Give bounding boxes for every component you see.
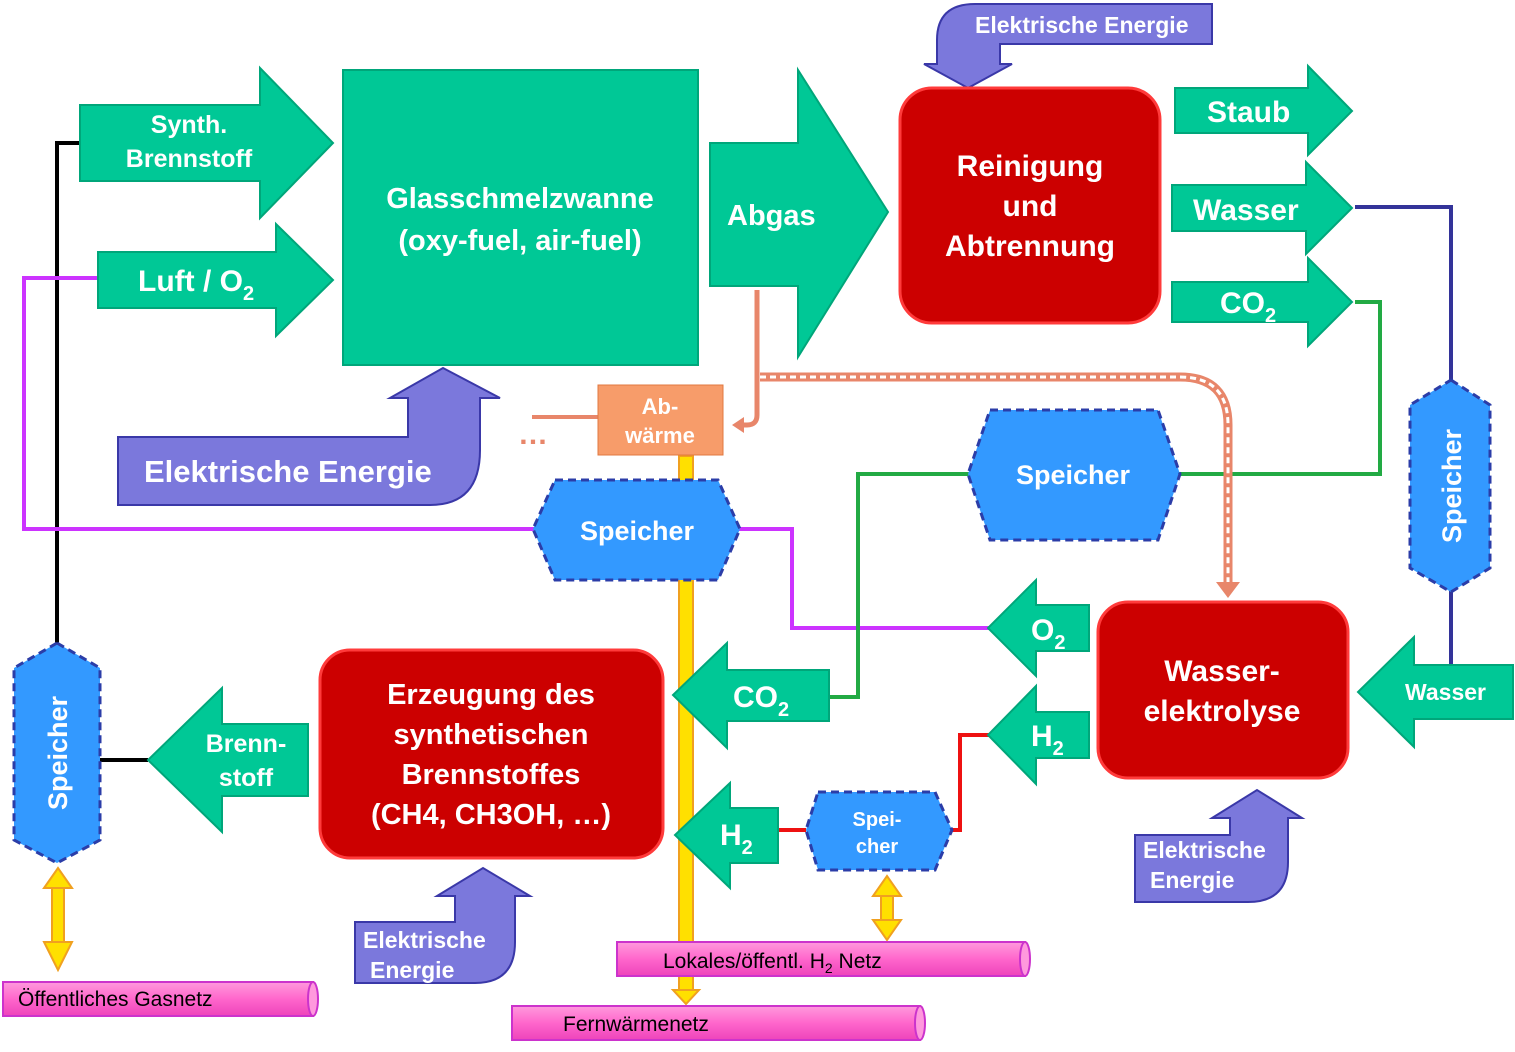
- electrolysis-energy-label-line2: Energie: [1150, 867, 1234, 893]
- synth-fuel-label-line2: Brennstoff: [126, 145, 253, 173]
- waste-heat-dots: …: [518, 418, 548, 451]
- oxygen-storage-label: Speicher: [580, 516, 695, 546]
- hydrogen-output-arrow: [986, 683, 1090, 787]
- hydrogen-grid-exchange-arrow: [871, 874, 903, 942]
- cleaning-energy-label: Elektrische Energie: [975, 12, 1189, 38]
- cleaning-energy-arrow: [923, 3, 1213, 90]
- fuel-storage-label: Speicher: [43, 695, 73, 810]
- synthesis-energy-label-line1: Elektrische: [363, 927, 486, 953]
- oxygen-output-arrow: [986, 577, 1090, 679]
- synthesis-label-line3: Brennstoffes: [402, 759, 581, 791]
- fuel-output-label-line2: stoff: [219, 764, 274, 792]
- oxygen-storage-hexagon: [531, 478, 742, 582]
- fuel-output-arrow: [146, 685, 309, 835]
- synthesis-box: [318, 648, 665, 860]
- hydrogen-storage-hexagon: [804, 790, 954, 872]
- water-storage-label: Speicher: [1437, 428, 1467, 543]
- oxygen-output-label: O2: [1031, 614, 1065, 654]
- fuel-supply-line: [55, 141, 80, 645]
- air-oxygen-input-arrow: [97, 221, 335, 339]
- waste-heat-label-line1: Ab-: [642, 394, 679, 419]
- exhaust-gas-arrow: [709, 66, 890, 361]
- electrolysis-box: [1096, 600, 1350, 780]
- gas-network-label: Öffentliches Gasnetz: [18, 988, 213, 1011]
- district-heating-label: Fernwärmenetz: [563, 1013, 709, 1036]
- waste-heat-box: [597, 384, 724, 456]
- electrolysis-energy-label-line1: Elektrische: [1143, 837, 1266, 863]
- hydrogen-storage-label-line2: cher: [856, 836, 898, 858]
- electrolysis-label-line2: elektrolyse: [1144, 695, 1301, 728]
- synthesis-label-line2: synthetischen: [394, 719, 589, 751]
- electrolysis-energy-arrow: [1134, 788, 1306, 903]
- heat-to-electrolysis-arrowhead: [1216, 582, 1240, 598]
- synth-fuel-input-arrow: [79, 65, 335, 221]
- electrolysis-label-line1: Wasser-: [1164, 655, 1280, 688]
- cleaning-label-line2: und: [1003, 190, 1058, 223]
- water-input-arrow: [1356, 634, 1514, 750]
- hydrogen-storage-label-line1: Spei-: [853, 809, 902, 831]
- waste-heat-line: [738, 290, 760, 428]
- exhaust-gas-label: Abgas: [727, 200, 816, 232]
- fuel-storage-hexagon: [12, 641, 102, 865]
- cleaning-label-line1: Reinigung: [957, 150, 1104, 183]
- furnace-energy-arrow: [117, 366, 501, 506]
- fuel-output-label-line1: Brenn-: [206, 730, 287, 758]
- air-oxygen-label: Luft / O2: [138, 265, 254, 305]
- gas-network-pipe: [2, 981, 319, 1017]
- hydrogen-line: [950, 733, 990, 832]
- oxygen-line-2: [738, 527, 990, 630]
- oxygen-line: [22, 276, 540, 531]
- co2-output-arrow: [1171, 255, 1354, 349]
- furnace-label-line1: Glasschmelzwanne: [386, 183, 654, 215]
- district-heating-pipe: [511, 1005, 926, 1041]
- hydrogen-input-label: H2: [720, 819, 753, 859]
- water-output-arrow: [1171, 159, 1354, 257]
- co2-storage-label: Speicher: [1016, 460, 1131, 490]
- co2-line: [1178, 300, 1382, 476]
- water-storage-hexagon: [1408, 378, 1492, 594]
- hydrogen-network-label: Lokales/öffentl. H2 Netz: [663, 950, 882, 976]
- district-heat-arrowhead: [670, 989, 702, 1006]
- hydrogen-input-arrow: [673, 780, 779, 891]
- gas-grid-exchange-arrow: [42, 866, 74, 973]
- hydrogen-network-pipe: [616, 941, 1031, 977]
- co2-line-2: [830, 472, 970, 699]
- synthesis-label-line4: (CH4, CH3OH, …): [371, 799, 611, 831]
- co2-storage-hexagon: [966, 408, 1182, 542]
- synthesis-label-line1: Erzeugung des: [387, 679, 595, 711]
- water-input-label: Wasser: [1405, 679, 1486, 705]
- dust-output-arrow: [1174, 63, 1354, 158]
- dust-label: Staub: [1207, 96, 1290, 129]
- synthesis-energy-label-line2: Energie: [370, 957, 454, 983]
- synthesis-energy-arrow: [354, 866, 534, 984]
- glass-furnace-box: [342, 69, 699, 366]
- cleaning-box: [898, 86, 1162, 325]
- co2-input-arrow: [671, 640, 830, 751]
- water-output-label: Wasser: [1193, 194, 1299, 227]
- furnace-label-line2: (oxy-fuel, air-fuel): [398, 225, 641, 257]
- furnace-energy-label: Elektrische Energie: [144, 454, 432, 489]
- waste-heat-arrowhead: [732, 417, 744, 433]
- hydrogen-output-label: H2: [1031, 720, 1064, 760]
- waste-heat-label-line2: wärme: [624, 423, 695, 448]
- synth-fuel-label-line1: Synth.: [151, 111, 227, 139]
- co2-input-label: CO2: [733, 681, 789, 721]
- water-line: [1355, 205, 1453, 383]
- co2-output-label: CO2: [1220, 287, 1276, 327]
- cleaning-label-line3: Abtrennung: [945, 230, 1115, 263]
